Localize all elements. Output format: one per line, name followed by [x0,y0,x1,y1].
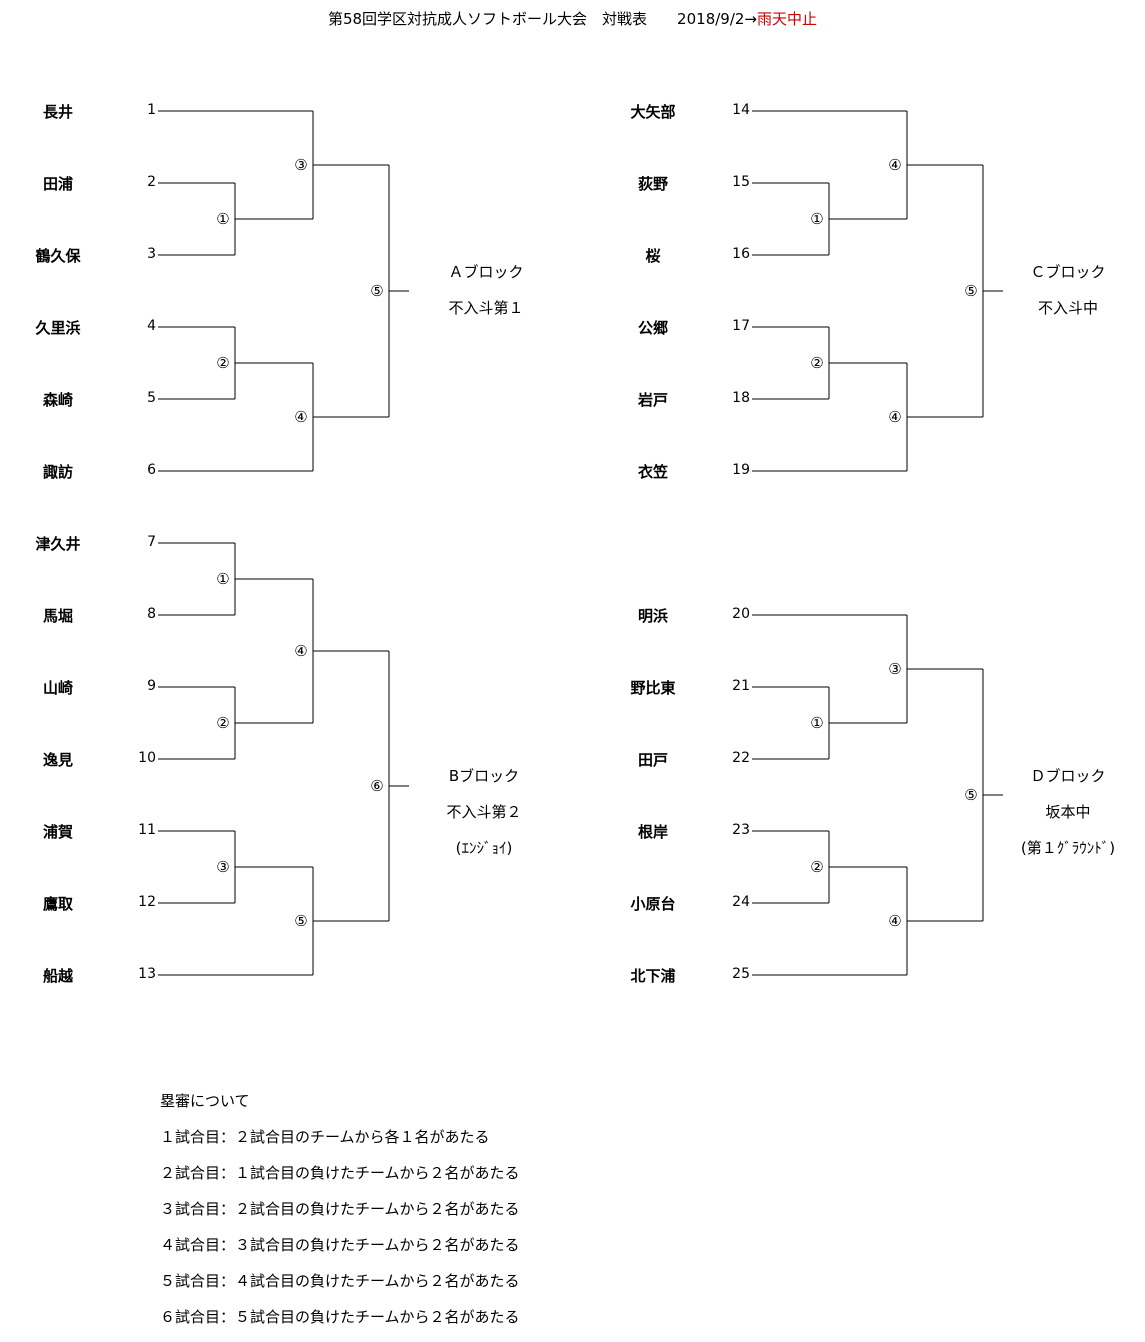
page-title: 第58回学区対抗成人ソフトボール大会 対戦表 2018/9/2→雨天中止 [0,8,1145,29]
team-name: 田浦 [42,175,73,193]
team-name: 逸見 [42,751,73,769]
team-number: 20 [732,606,750,622]
team-name: 船越 [42,967,73,985]
team-number: 9 [147,678,156,694]
match-number: ② [213,714,233,732]
block-label-text: Bブロック [448,767,520,785]
team-name: 荻野 [637,175,668,193]
team-name: 浦賀 [42,823,73,841]
team-number: 14 [732,102,750,118]
team-name: 久里浜 [35,319,81,337]
match-number: ⑥ [367,777,387,795]
team-number: 18 [732,390,750,406]
match-number: ③ [291,156,311,174]
team-number: 11 [138,822,156,838]
match-number: ⑤ [961,282,981,300]
team-name: 野比東 [630,679,676,697]
match-number: ④ [885,408,905,426]
title-text: 第58回学区対抗成人ソフトボール大会 対戦表 2018/9/2→ [327,10,757,28]
block-venue: 不入斗第２ [446,803,522,821]
team-name: 長井 [42,103,73,121]
match-number: ④ [291,408,311,426]
team-name: 明浜 [637,607,668,625]
match-number: ① [807,714,827,732]
team-number: 17 [732,318,750,334]
team-name: 岩戸 [637,391,668,409]
notes-line-2: ２試合目：１試合目の負けたチームから２名があたる [160,1164,520,1182]
notes-line-3: ３試合目：２試合目の負けたチームから２名があたる [160,1200,520,1218]
block-venue: 坂本中 [1045,803,1091,821]
team-number: 22 [732,750,750,766]
match-number: ④ [885,156,905,174]
notes-line-6: ６試合目：５試合目の負けたチームから２名があたる [160,1308,520,1326]
team-number: 15 [732,174,750,190]
match-number: ④ [885,912,905,930]
block-note: (ｴﾝｼﾞｮｲ) [455,839,513,857]
team-name: 衣笠 [637,463,668,481]
team-name: 田戸 [637,751,668,769]
team-name: 諏訪 [42,463,73,481]
team-name: 大矢部 [630,103,676,121]
team-name: 森崎 [42,391,73,409]
block-venue: 不入斗中 [1037,299,1098,317]
team-number: 12 [138,894,156,910]
team-number: 25 [732,966,750,982]
block-note: (第１ｸﾞﾗｳﾝﾄﾞ) [1020,839,1116,857]
match-number: ② [807,354,827,372]
team-name: 山崎 [42,679,73,697]
team-number: 23 [732,822,750,838]
team-number: 10 [138,750,156,766]
notes-line-4: ４試合目：３試合目の負けたチームから２名があたる [160,1236,520,1254]
umpire-notes: 塁審について １試合目：２試合目のチームから各１名があたる ２試合目：１試合目の… [160,1090,520,1342]
team-number: 8 [147,606,156,622]
team-name: 津久井 [35,535,81,553]
team-number: 6 [147,462,156,478]
match-number: ③ [885,660,905,678]
team-name: 鷹取 [42,895,73,913]
block-label-text: Ｃブロック [1030,263,1106,281]
match-number: ① [213,570,233,588]
block-venue: 不入斗第１ [448,299,524,317]
team-number: 24 [732,894,750,910]
team-number: 3 [147,246,156,262]
match-number: ③ [213,858,233,876]
team-number: 7 [147,534,156,550]
notes-title: 塁審について [160,1092,250,1110]
team-number: 4 [147,318,156,334]
team-name: 小原台 [630,895,676,913]
block-label-text: Ａブロック [448,263,524,281]
match-number: ② [213,354,233,372]
team-number: 16 [732,246,750,262]
team-number: 1 [147,102,156,118]
notes-line-5: ５試合目：４試合目の負けたチームから２名があたる [160,1272,520,1290]
team-number: 5 [147,390,156,406]
team-name: 桜 [645,247,661,265]
match-number: ⑤ [367,282,387,300]
team-number: 19 [732,462,750,478]
block-label-text: Ｄブロック [1030,767,1106,785]
match-number: ⑤ [291,912,311,930]
notes-line-1: １試合目：２試合目のチームから各１名があたる [160,1128,490,1146]
match-number: ⑤ [961,786,981,804]
team-name: 公郷 [637,319,668,337]
match-number: ② [807,858,827,876]
team-name: 根岸 [637,823,668,841]
match-number: ① [807,210,827,228]
team-name: 馬堀 [42,607,73,625]
team-number: 13 [138,966,156,982]
team-number: 2 [147,174,156,190]
team-name: 鶴久保 [35,247,81,265]
status-text: 雨天中止 [757,10,818,28]
team-number: 21 [732,678,750,694]
match-number: ④ [291,642,311,660]
team-name: 北下浦 [630,967,676,985]
match-number: ① [213,210,233,228]
